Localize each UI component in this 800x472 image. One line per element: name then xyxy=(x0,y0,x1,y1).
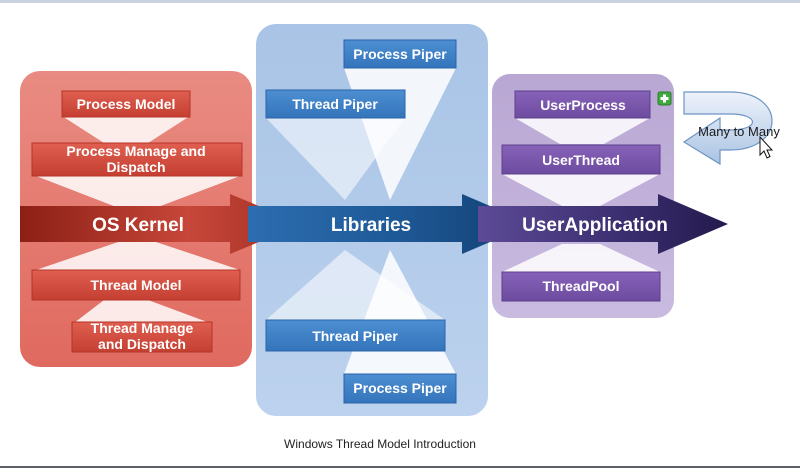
user-thread-label: UserThread xyxy=(542,152,620,168)
thread-dispatch-label-line1: Thread Manage xyxy=(91,320,194,336)
thread-model-box: Thread Model xyxy=(31,269,241,301)
process-dispatch-box: Process Manage and Dispatch xyxy=(31,142,243,177)
many-to-many-curved-arrow: Many to Many xyxy=(682,91,780,166)
user-application-label: UserApplication xyxy=(522,215,668,236)
top-thread-piper-label: Thread Piper xyxy=(292,96,378,112)
plus-icon[interactable] xyxy=(657,91,672,106)
diagram-caption: Windows Thread Model Introduction xyxy=(284,437,476,451)
libraries-arrow: Libraries xyxy=(248,194,532,254)
user-process-box: UserProcess xyxy=(514,90,651,119)
many-to-many-label: Many to Many xyxy=(698,124,780,139)
user-thread-box: UserThread xyxy=(501,144,661,175)
user-application-arrow: UserApplication xyxy=(478,194,728,254)
mouse-cursor-icon xyxy=(759,135,774,159)
process-model-label: Process Model xyxy=(77,96,176,112)
bottom-thread-piper-box: Thread Piper xyxy=(265,319,446,352)
os-kernel-label: OS Kernel xyxy=(92,215,184,236)
process-dispatch-label-line1: Process Manage and xyxy=(66,143,205,159)
thread-pool-box: ThreadPool xyxy=(501,271,661,302)
process-model-box: Process Model xyxy=(61,90,191,118)
bottom-border xyxy=(0,466,800,468)
top-thread-piper-box: Thread Piper xyxy=(265,89,406,119)
thread-pool-label: ThreadPool xyxy=(542,278,619,294)
os-kernel-arrow: OS Kernel xyxy=(20,194,302,254)
thread-dispatch-label-line2: and Dispatch xyxy=(98,336,186,352)
bottom-thread-piper-label: Thread Piper xyxy=(312,328,398,344)
user-application-panel xyxy=(492,74,674,318)
bottom-process-piper-box: Process Piper xyxy=(343,373,457,404)
libraries-label: Libraries xyxy=(331,215,411,236)
top-process-piper-box: Process Piper xyxy=(343,39,457,69)
thread-model-label: Thread Model xyxy=(90,277,181,293)
bottom-process-piper-label: Process Piper xyxy=(353,380,447,396)
top-border xyxy=(0,0,800,3)
user-process-label: UserProcess xyxy=(540,97,626,113)
thread-dispatch-box: Thread Manage and Dispatch xyxy=(71,320,213,353)
process-dispatch-label-line2: Dispatch xyxy=(106,159,165,175)
top-process-piper-label: Process Piper xyxy=(353,46,447,62)
